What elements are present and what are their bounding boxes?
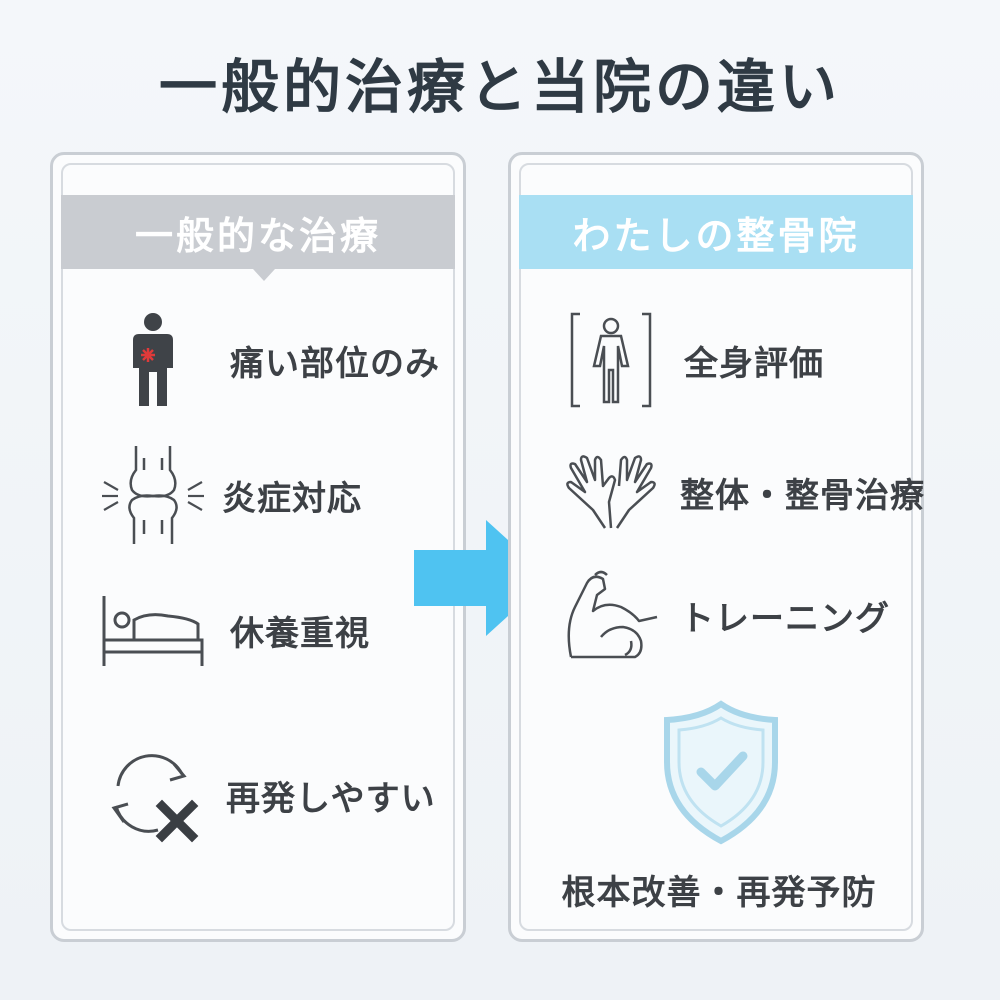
item-label: 休養重視 bbox=[230, 613, 370, 654]
item-label: トレーニング bbox=[680, 598, 890, 639]
item-label: 再発しやすい bbox=[226, 778, 436, 819]
list-item-manual-therapy: 整体・整骨治療 bbox=[556, 437, 925, 547]
list-item-training: トレーニング bbox=[556, 560, 890, 670]
item-label: 痛い部位のみ bbox=[230, 343, 440, 384]
full-body-scan-icon bbox=[556, 305, 666, 415]
list-item-recurrence: 再発しやすい bbox=[98, 740, 436, 850]
shield-check-icon bbox=[661, 700, 781, 845]
bottom-label: 根本改善・再発予防 bbox=[561, 873, 877, 913]
bed-rest-icon bbox=[98, 575, 208, 685]
list-item-full-body: 全身評価 bbox=[556, 305, 824, 415]
item-label: 炎症対応 bbox=[222, 478, 362, 519]
general-treatment-header: 一般的な治療 bbox=[61, 195, 455, 269]
our-clinic-panel: わたしの整骨院 全身評価 整体・整骨治療 bbox=[508, 152, 924, 942]
recurrence-cycle-x-icon bbox=[98, 740, 208, 850]
general-treatment-panel: 一般的な治療 痛い部位のみ bbox=[50, 152, 466, 942]
header-notch bbox=[253, 269, 275, 281]
muscle-arm-icon bbox=[556, 560, 666, 670]
item-label: 整体・整骨治療 bbox=[680, 475, 925, 516]
list-item-rest: 休養重視 bbox=[98, 575, 370, 685]
body-pain-icon bbox=[98, 305, 208, 415]
our-clinic-header: わたしの整骨院 bbox=[519, 195, 913, 269]
page-title: 一般的治療と当院の違い bbox=[158, 53, 841, 121]
list-item-pain-area: 痛い部位のみ bbox=[98, 305, 440, 415]
hands-icon bbox=[556, 437, 666, 547]
list-item-inflammation: 炎症対応 bbox=[98, 440, 362, 550]
item-label: 全身評価 bbox=[684, 343, 824, 384]
inflamed-joint-icon bbox=[98, 440, 208, 550]
